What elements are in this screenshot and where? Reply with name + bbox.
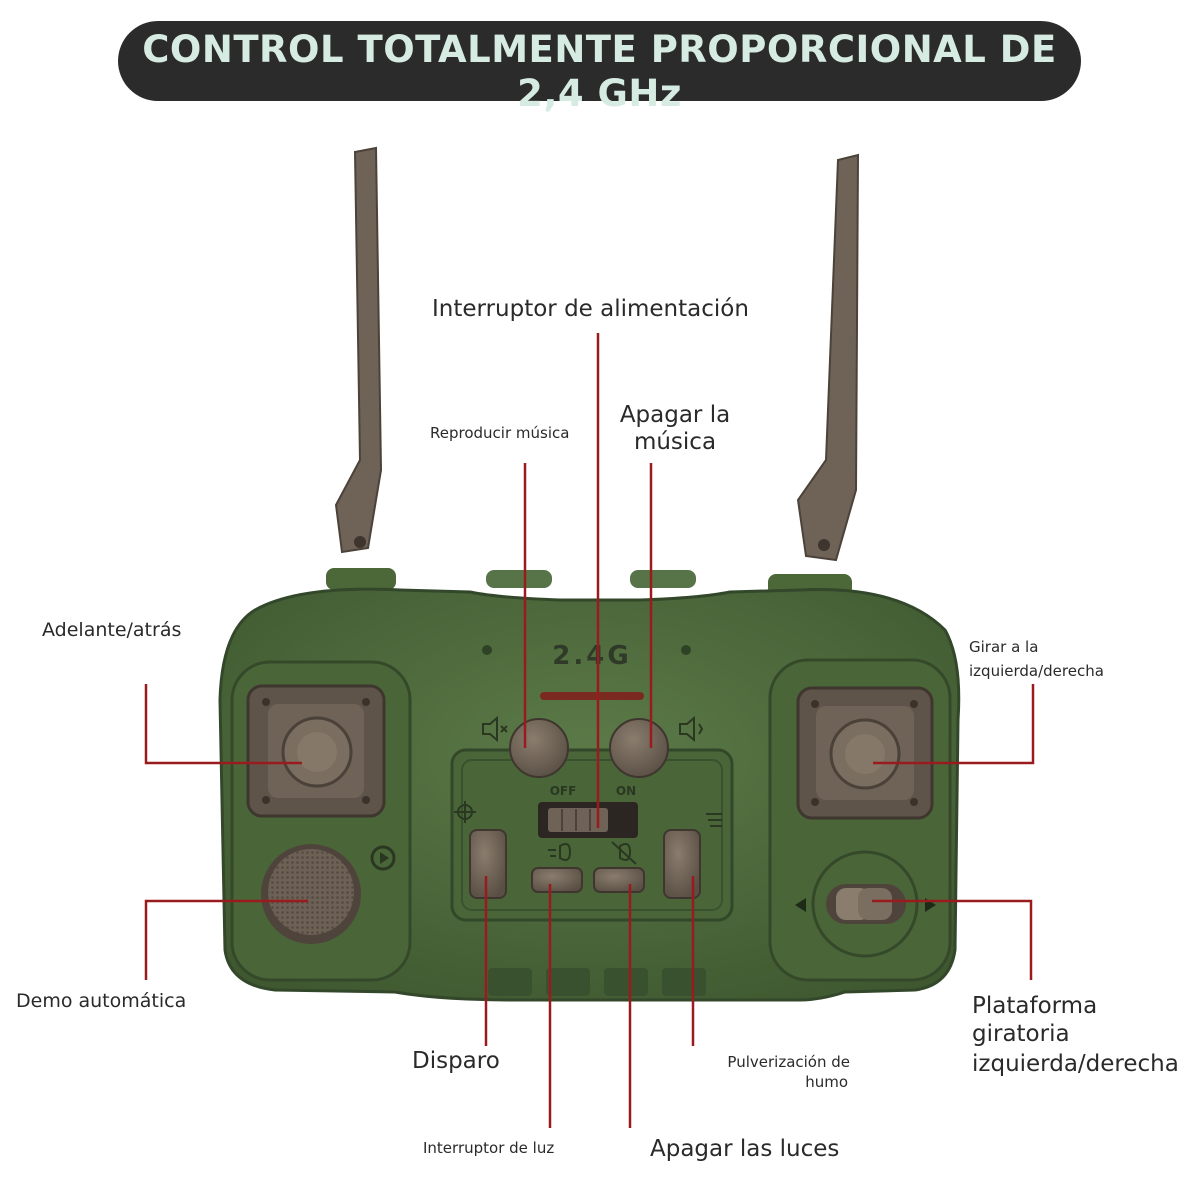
label-power-switch: Interruptor de alimentación [432, 296, 749, 322]
label-play-music: Reproducir música [430, 424, 570, 442]
label-auto-demo: Demo automática [16, 990, 187, 1012]
switch-on-label: ON [616, 784, 636, 798]
page-title: CONTROL TOTALMENTE PROPORCIONAL DE 2,4 G… [142, 28, 1057, 115]
light-off-icon [611, 841, 637, 865]
label-turn-line2: izquierda/derecha [969, 662, 1104, 680]
badge-2-4g: 2.4G [552, 641, 631, 671]
label-smoke-line1: Pulverización de [727, 1053, 850, 1071]
top-button-left[interactable] [486, 570, 552, 588]
mute-icon [482, 715, 508, 743]
label-fire: Disparo [412, 1048, 500, 1074]
title-banner [118, 21, 1081, 101]
lights-off-button[interactable] [593, 867, 645, 893]
label-lights-off: Apagar las luces [650, 1136, 840, 1162]
top-button-right[interactable] [630, 570, 696, 588]
label-turret-line1: Plataforma [972, 993, 1098, 1019]
crosshair-icon [454, 801, 476, 823]
callout-forward-back [144, 684, 302, 765]
smoke-button[interactable] [663, 829, 701, 899]
label-smoke-line2: humo [805, 1073, 848, 1091]
callout-turn [873, 684, 1035, 765]
left-antenna [326, 146, 396, 590]
light-switch-button[interactable] [531, 867, 583, 893]
turret-rocker[interactable] [811, 850, 919, 958]
label-stop-music-line1: Apagar la [619, 402, 731, 428]
stop-music-button[interactable] [609, 718, 669, 778]
label-turret-line3: izquierda/derecha [972, 1051, 1179, 1077]
power-switch[interactable] [538, 802, 638, 838]
left-joystick[interactable] [246, 684, 386, 818]
label-light-switch: Interruptor de luz [423, 1139, 555, 1157]
callout-turret [872, 899, 1033, 980]
speaker-icon [679, 715, 704, 743]
auto-demo-button[interactable] [261, 844, 361, 944]
play-icon [370, 845, 396, 871]
arrow-left-icon [795, 898, 806, 912]
callout-auto-demo [144, 899, 308, 980]
smoke-icon [706, 813, 722, 827]
light-on-icon [548, 843, 572, 861]
label-turret-line2: giratoria [972, 1021, 1070, 1047]
callout-lines [144, 333, 1035, 1128]
label-forward-back: Adelante/atrás [42, 619, 182, 641]
right-joystick[interactable] [796, 686, 934, 820]
label-stop-music-line2: música [633, 429, 717, 455]
fire-button[interactable] [469, 829, 507, 899]
play-music-button[interactable] [509, 718, 569, 778]
switch-off-label: OFF [550, 784, 577, 798]
right-antenna [768, 153, 860, 596]
label-turn-line1: Girar a la [969, 638, 1039, 656]
